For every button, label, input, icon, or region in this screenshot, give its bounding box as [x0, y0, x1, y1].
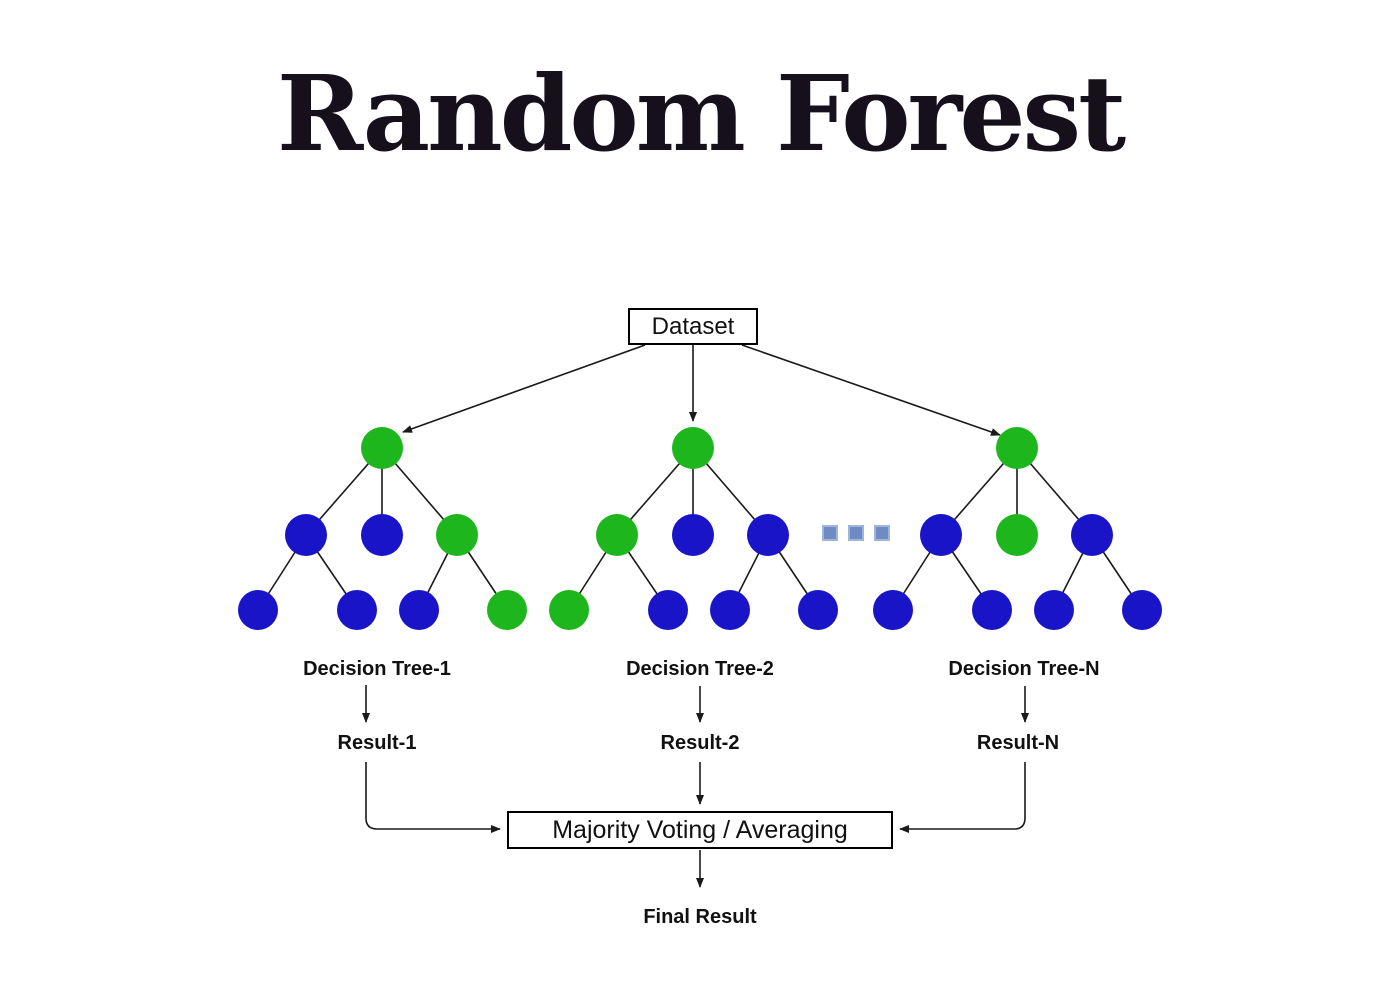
- tree-1-leaf-node: [337, 590, 377, 630]
- tree-2-leaf-node: [710, 590, 750, 630]
- flow-arrows: [362, 344, 1029, 888]
- tree-3-root-node: [996, 427, 1038, 469]
- tree-3-node: [996, 514, 1038, 556]
- tree-2-leaf-node: [549, 590, 589, 630]
- final-result-label: Final Result: [643, 906, 757, 928]
- majority-voting-label: Majority Voting / Averaging: [552, 815, 848, 844]
- tree-3-leaf-node: [1034, 590, 1074, 630]
- tree-1-node: [361, 514, 403, 556]
- tree-2-leaf-node: [648, 590, 688, 630]
- ellipsis-dots: [822, 525, 890, 541]
- tree-2-node: [596, 514, 638, 556]
- decision-tree-1-label: Decision Tree-1: [303, 658, 451, 680]
- tree-3-leaf-node: [1122, 590, 1162, 630]
- tree-2-root-node: [672, 427, 714, 469]
- majority-voting-box: Majority Voting / Averaging: [507, 811, 893, 849]
- tree-1-leaf-node: [238, 590, 278, 630]
- tree-2-leaf-node: [798, 590, 838, 630]
- ellipsis-dot: [874, 525, 890, 541]
- tree-2-node: [747, 514, 789, 556]
- dataset-box: Dataset: [628, 308, 758, 345]
- page-title: Random Forest: [276, 52, 1126, 175]
- tree-1-node: [285, 514, 327, 556]
- tree-1-node: [436, 514, 478, 556]
- result-1-label: Result-1: [337, 732, 417, 754]
- dataset-label: Dataset: [651, 312, 735, 340]
- tree-3-leaf-node: [873, 590, 913, 630]
- result-n-label: Result-N: [976, 732, 1060, 754]
- tree-3-node: [1071, 514, 1113, 556]
- tree-1-leaf-node: [487, 590, 527, 630]
- tree-2-node: [672, 514, 714, 556]
- ellipsis-dot: [822, 525, 838, 541]
- decision-tree-2-label: Decision Tree-2: [626, 658, 774, 680]
- tree-1-leaf-node: [399, 590, 439, 630]
- tree-3-leaf-node: [972, 590, 1012, 630]
- result-2-label: Result-2: [660, 732, 740, 754]
- decision-tree-n-label: Decision Tree-N: [948, 658, 1100, 680]
- tree-3-node: [920, 514, 962, 556]
- tree-nodes: [238, 427, 1162, 630]
- tree-1-root-node: [361, 427, 403, 469]
- ellipsis-dot: [848, 525, 864, 541]
